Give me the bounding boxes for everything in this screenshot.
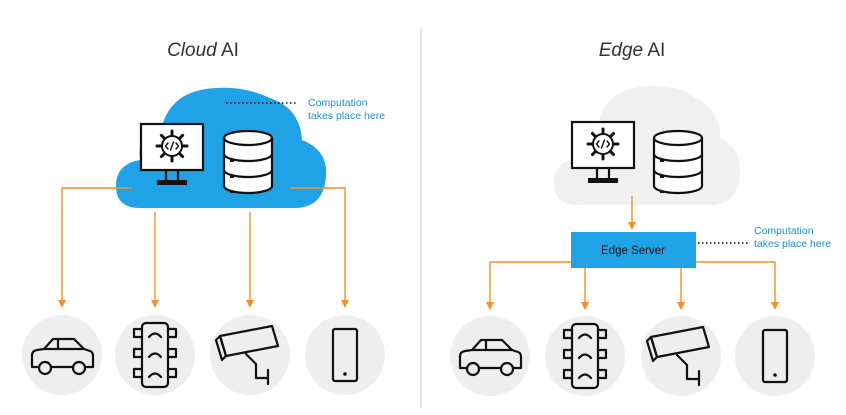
edge-device-phone-circle xyxy=(735,316,815,396)
cloud-title-rest: AI xyxy=(217,40,239,61)
cloud-callout-line2: takes place here xyxy=(308,110,385,122)
edge-device-car-circle xyxy=(450,316,530,396)
edge-ai-title: Edge AI xyxy=(599,40,666,61)
cloud-ai-panel: Cloud AI Computation takes place here xyxy=(22,40,385,395)
cloud-arrows xyxy=(58,187,349,308)
cloud-callout-line1: Computation xyxy=(308,97,368,109)
cloud-device-traffic-circle xyxy=(115,315,195,395)
edge-callout-line1: Computation xyxy=(754,225,814,237)
edge-callout-line2: takes place here xyxy=(754,238,831,250)
cloud-device-camera-circle xyxy=(210,315,290,395)
edge-device-traffic-circle xyxy=(545,316,625,396)
edge-device-camera-circle xyxy=(641,316,721,396)
cloud-device-phone-circle xyxy=(305,315,385,395)
cloud-ai-title: Cloud AI xyxy=(167,40,239,61)
cloud-device-car-circle xyxy=(22,315,102,395)
edge-server-label: Edge Server xyxy=(601,245,665,257)
database-icon xyxy=(222,129,274,195)
cloud-shape-blue xyxy=(116,87,327,208)
database-icon xyxy=(652,129,704,195)
cloud-title-emphasis: Cloud xyxy=(167,40,218,61)
edge-arrows xyxy=(486,261,779,310)
edge-ai-panel: Edge AI Edge Server Computation takes pl… xyxy=(450,40,831,396)
edge-title-emphasis: Edge xyxy=(599,40,643,61)
edge-title-rest: AI xyxy=(643,40,665,61)
edge-server-box xyxy=(571,232,696,268)
